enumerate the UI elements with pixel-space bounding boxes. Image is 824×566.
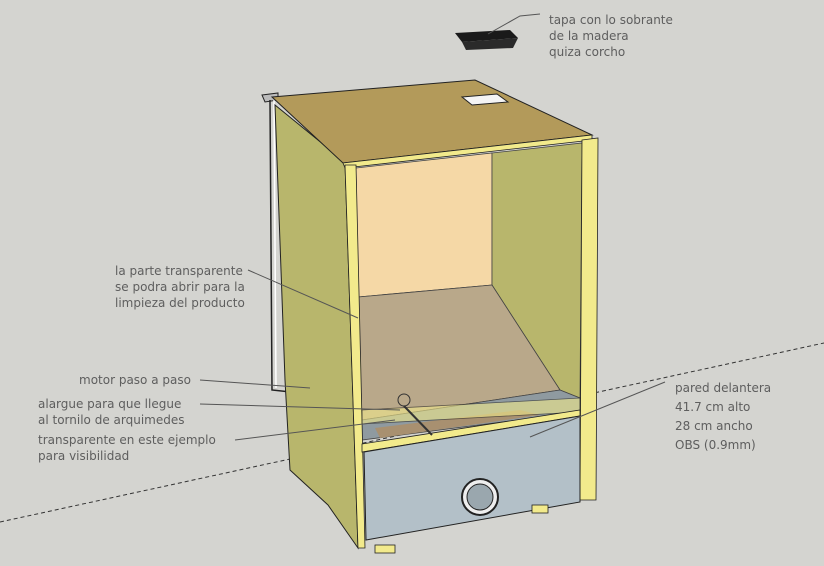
annotation-line: 41.7 cm alto <box>675 400 751 414</box>
front-frame-right <box>579 137 599 501</box>
annotation-line: alargue para que llegue <box>38 397 182 411</box>
annotation-motor: motor paso a paso <box>79 373 191 387</box>
annotation-line: OBS (0.9mm) <box>675 438 756 452</box>
annotation-line: tapa con lo sobrante <box>549 13 673 27</box>
annotation-alargue: alargue para que llegue al tornilo de ar… <box>38 396 184 428</box>
front-frame-left <box>344 164 366 549</box>
lid-hole <box>460 93 510 106</box>
annotation-line: transparente en este ejemplo <box>38 433 216 447</box>
annotation-line: 28 cm ancho <box>675 419 753 433</box>
annotation-line: la parte transparente <box>115 264 243 278</box>
front-panel <box>363 415 581 541</box>
leader-lines <box>199 13 666 441</box>
annotation-pared: pared delantera 41.7 cm alto 28 cm ancho… <box>675 379 771 455</box>
back-wall <box>355 152 493 298</box>
annotation-transparente: la parte transparente se podra abrir par… <box>115 263 245 311</box>
annotation-line: pared delantera <box>675 381 772 395</box>
cap-model <box>455 30 518 50</box>
annotation-line: al tornilo de arquimedes <box>38 413 185 427</box>
channel-inner <box>375 410 540 438</box>
annotation-line: se podra abrir para la <box>115 280 245 294</box>
annotation-line: limpieza del producto <box>115 296 245 310</box>
annotation-line: para visibilidad <box>38 449 130 463</box>
annotation-tapa: tapa con lo sobrante de la madera quiza … <box>549 12 673 60</box>
feet <box>374 504 549 554</box>
annotation-line: quiza corcho <box>549 45 626 59</box>
annotation-visibilidad: transparente en este ejemplo para visibi… <box>38 432 216 464</box>
annotation-line: de la madera <box>549 29 629 43</box>
